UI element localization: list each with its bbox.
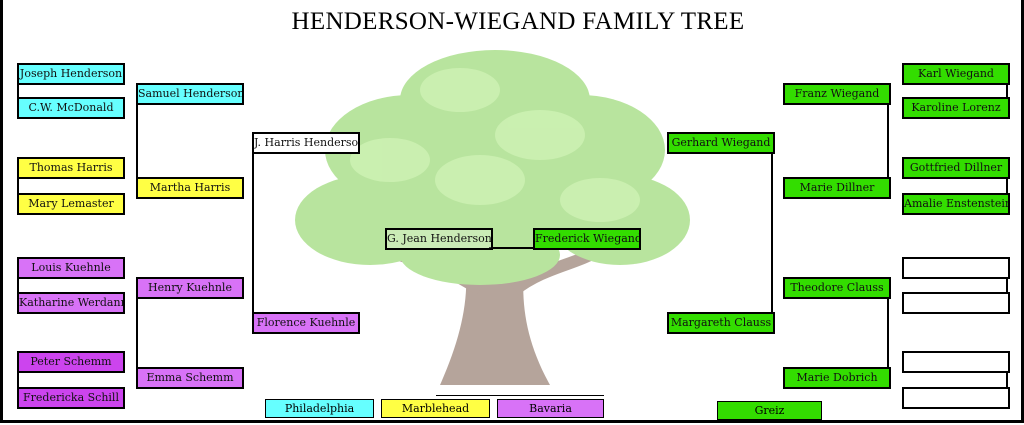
person-box[interactable]: Franz Wiegand: [783, 83, 891, 105]
connector: [1006, 157, 1008, 214]
person-box[interactable]: Henry Kuehnle: [136, 277, 244, 299]
person-box[interactable]: Martha Harris: [136, 177, 244, 199]
legend-bavaria: Bavaria: [497, 399, 604, 418]
connector: [1006, 63, 1008, 119]
connector: [17, 351, 19, 408]
person-box[interactable]: Amalie Enstenstein: [902, 193, 1010, 215]
person-box[interactable]: Margareth Clauss: [667, 312, 775, 334]
page-title: HENDERSON-WIEGAND FAMILY TREE: [291, 8, 745, 35]
person-box-empty[interactable]: [902, 257, 1010, 279]
person-box[interactable]: Peter Schemm: [17, 351, 125, 373]
connector: [17, 157, 19, 214]
connector: [252, 132, 254, 333]
connector: [1006, 351, 1008, 408]
legend-divider: [436, 395, 604, 396]
person-box[interactable]: Karoline Lorenz: [902, 97, 1010, 119]
person-box[interactable]: Karl Wiegand: [902, 63, 1010, 85]
connector: [887, 83, 889, 198]
person-box[interactable]: Gottfried Dillner: [902, 157, 1010, 179]
legend-greiz: Greiz: [717, 401, 822, 420]
legend-marblehead: Marblehead: [381, 399, 490, 418]
person-box[interactable]: Thomas Harris: [17, 157, 125, 179]
person-box-empty[interactable]: [902, 351, 1010, 373]
person-box[interactable]: Mary Lemaster: [17, 193, 125, 215]
connector: [771, 132, 773, 333]
connector: [489, 247, 535, 249]
connector: [17, 63, 19, 119]
person-box[interactable]: Joseph Henderson: [17, 63, 125, 85]
person-box[interactable]: Katharine Werdann: [17, 292, 125, 314]
person-box[interactable]: Samuel Henderson: [136, 83, 244, 105]
person-box[interactable]: J. Harris Henderson: [252, 132, 360, 154]
person-box[interactable]: Emma Schemm: [136, 367, 244, 389]
person-box[interactable]: Louis Kuehnle: [17, 257, 125, 279]
connector: [17, 257, 19, 314]
connector: [1006, 257, 1008, 314]
person-box[interactable]: Fredericka Schill: [17, 387, 125, 409]
connector: [136, 83, 138, 198]
person-box-empty[interactable]: [902, 292, 1010, 314]
legend-philadelphia: Philadelphia: [265, 399, 374, 418]
person-box[interactable]: Gerhard Wiegand: [667, 132, 775, 154]
person-box-empty[interactable]: [902, 387, 1010, 409]
person-box-spouse[interactable]: Frederick Wiegand: [533, 228, 641, 250]
person-box[interactable]: Theodore Clauss: [783, 277, 891, 299]
tree-illustration: [295, 50, 690, 385]
person-box[interactable]: Marie Dillner: [783, 177, 891, 199]
connector: [887, 277, 889, 388]
person-box[interactable]: Marie Dobrich: [783, 367, 891, 389]
person-box-root[interactable]: G. Jean Henderson: [385, 228, 493, 250]
person-box[interactable]: C.W. McDonald: [17, 97, 125, 119]
connector: [136, 277, 138, 388]
person-box[interactable]: Florence Kuehnle: [252, 312, 360, 334]
